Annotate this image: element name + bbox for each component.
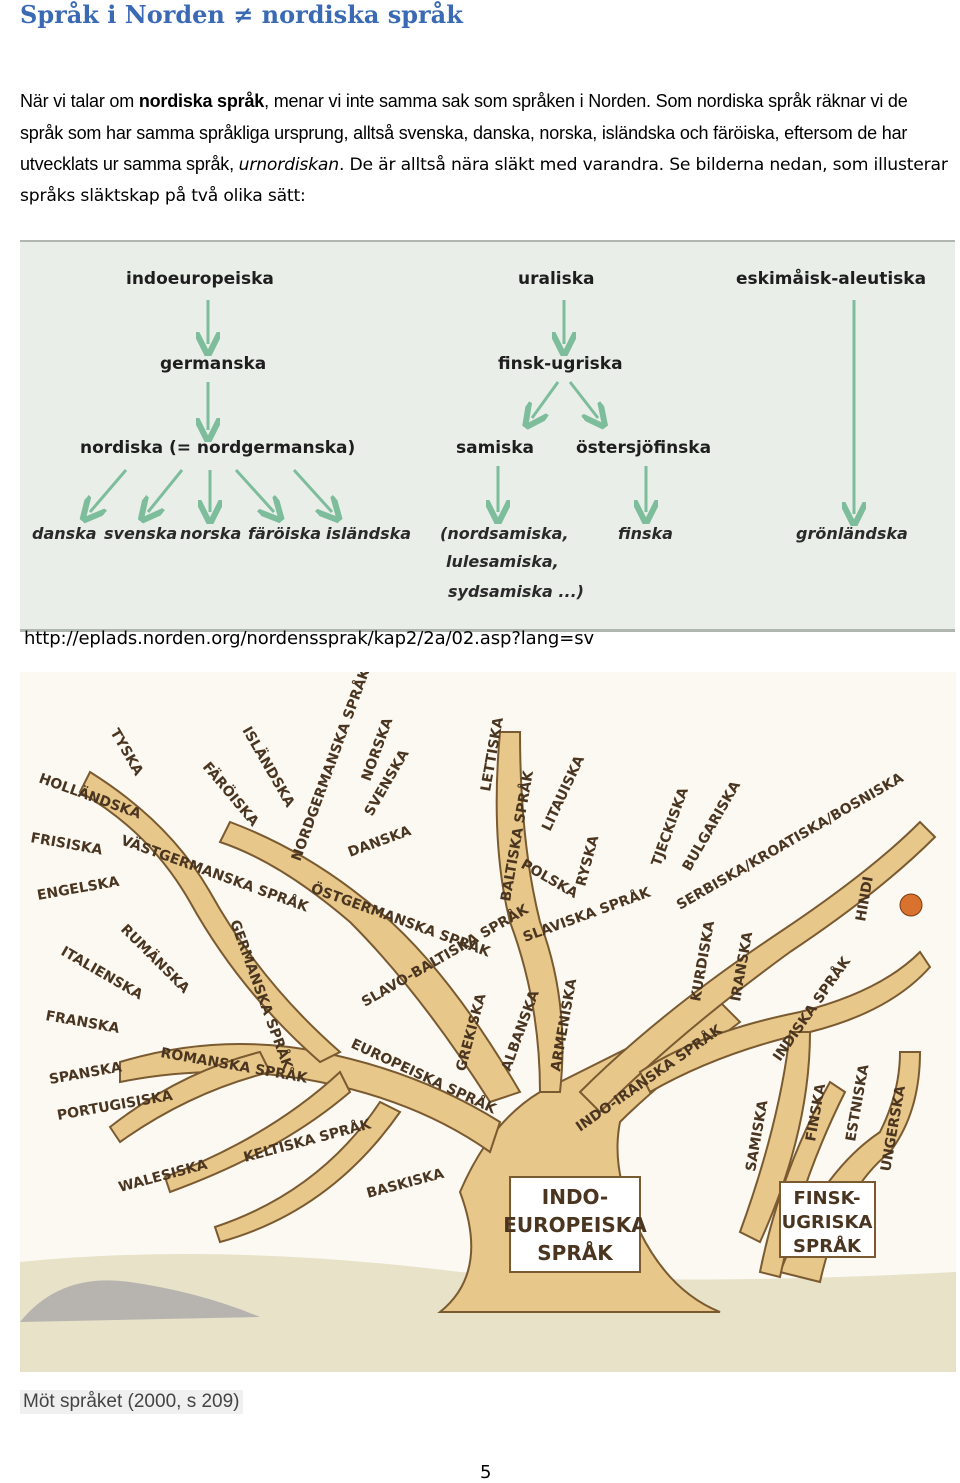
page-number: 5 — [480, 1462, 492, 1483]
trunk-sign-line3: SPRÅK — [537, 1241, 614, 1265]
diagram-arrows — [20, 300, 955, 629]
language-family-diagram: indoeuropeiska uraliska eskimåisk-aleuti… — [20, 240, 955, 632]
branch-islandska: ISLÄNDSKA — [239, 724, 299, 811]
leaf-sami-2: lulesamiska, — [446, 552, 559, 571]
family-eskimaisk-aleutiska: eskimåisk-aleutiska — [736, 269, 927, 289]
intro-text-3: Som nordiska språk räknar vi de språk so… — [20, 91, 908, 174]
branch-faroiska: FÄRÖISKA — [199, 758, 263, 830]
family-uraliska: uraliska — [518, 269, 595, 289]
page-title: Språk i Norden ≠ nordiska språk — [20, 0, 463, 29]
trunk-sign-line1: INDO- — [542, 1185, 608, 1209]
leaf-islandska: isländska — [326, 524, 412, 543]
image-caption: Möt språket (2000, s 209) — [20, 1390, 243, 1414]
leaf-gronlandska: grönländska — [796, 524, 908, 543]
node-samiska: samiska — [456, 438, 535, 458]
branch-estniska: ESTNISKA — [843, 1063, 872, 1143]
leaf-danska: danska — [32, 524, 97, 543]
branch-litauiska: LITAUISKA — [539, 753, 588, 834]
intro-italic-term: urnordiskan — [238, 155, 339, 175]
leaf-finska: finska — [618, 524, 673, 543]
leaf-sami-1: (nordsamiska, — [440, 524, 569, 543]
branch-baskiska: BASKISKA — [365, 1166, 446, 1202]
branch-engelska: ENGELSKA — [36, 874, 121, 904]
intro-text-4: . De är alltså nära släkt med varandra. … — [20, 155, 948, 206]
branch-hindi: HINDI — [853, 875, 877, 923]
language-tree-illustration: HOLLÄNDSKA TYSKA FRISISKA ENGELSKA VÄSTG… — [20, 672, 956, 1372]
branch-frisiska: FRISISKA — [29, 830, 103, 858]
branch-franska: FRANSKA — [44, 1008, 120, 1037]
branch-italienska: ITALIENSKA — [58, 944, 146, 1004]
intro-text-1: När vi talar om — [20, 91, 139, 111]
node-finsk-ugriska: finsk-ugriska — [498, 354, 623, 374]
intro-paragraph: När vi talar om nordiska språk, menar vi… — [20, 86, 948, 211]
trunk-sign-line2: EUROPEISKA — [503, 1213, 647, 1237]
leaf-faroiska: färöiska — [248, 524, 322, 543]
node-nordiska: nordiska (= nordgermanska) — [80, 438, 356, 458]
branch-nordgermanska: NORDGERMANSKA SPRÅK — [288, 672, 374, 863]
branch-slaviska: SLAVISKA SPRÅK — [521, 883, 654, 945]
family-indoeuropeiska: indoeuropeiska — [126, 269, 274, 289]
intro-text-2: , menar vi inte samma sak som språken i … — [264, 91, 651, 111]
branch-spanska: SPANSKA — [48, 1059, 123, 1088]
node-ostersjofinska: östersjöfinska — [576, 438, 712, 458]
branch-ryska: RYSKA — [573, 834, 602, 888]
leaf-norska: norska — [180, 524, 242, 543]
source-url: http://eplads.norden.org/nordenssprak/ka… — [24, 628, 595, 649]
finno-sign-line2: UGRISKA — [782, 1212, 873, 1233]
node-germanska: germanska — [160, 354, 267, 374]
branch-danska: DANSKA — [346, 823, 414, 861]
finno-sign-line1: FINSK- — [794, 1188, 861, 1209]
leaf-sami-3: sydsamiska ...) — [448, 582, 584, 601]
finno-sign-line3: SPRÅK — [793, 1234, 862, 1257]
tree-drawing: HOLLÄNDSKA TYSKA FRISISKA ENGELSKA VÄSTG… — [20, 672, 956, 1372]
intro-bold-term: nordiska språk — [138, 91, 265, 111]
leaf-svenska: svenska — [104, 524, 178, 543]
branch-tyska: TYSKA — [107, 726, 147, 779]
